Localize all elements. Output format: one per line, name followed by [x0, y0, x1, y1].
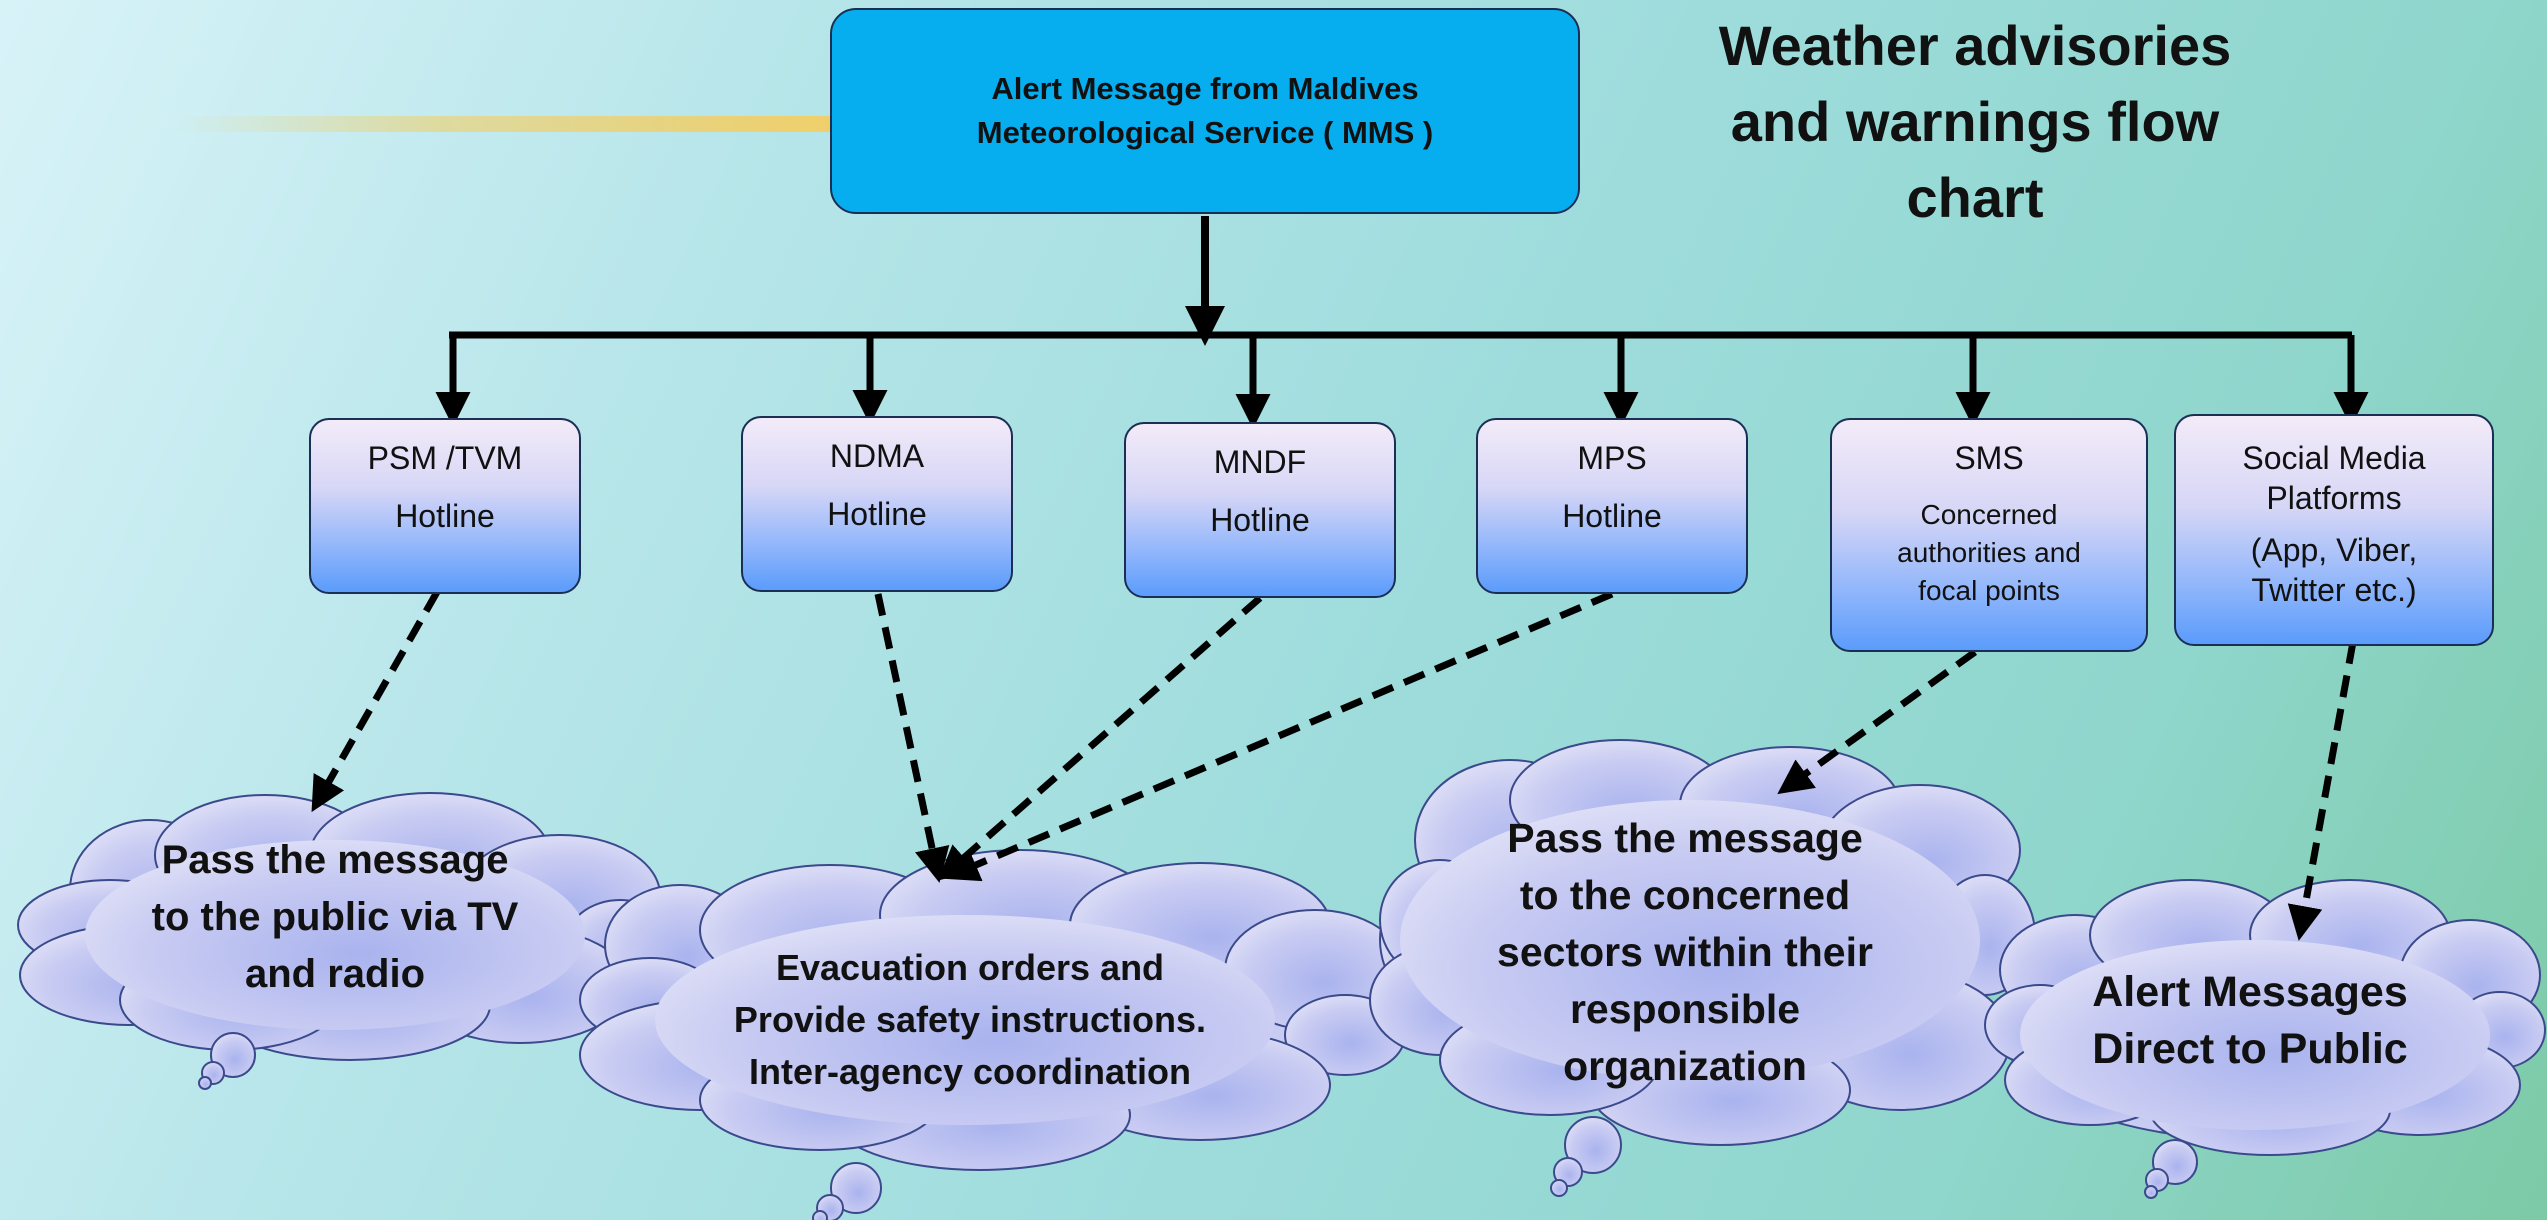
outcome-line: sectors within their — [1497, 929, 1873, 975]
channel-name: MNDF — [1213, 444, 1307, 480]
outcome-sectors: Pass the message to the concerned sector… — [1440, 810, 1930, 1095]
channel-sub: (App, Viber, — [2250, 532, 2418, 568]
cloud-direct-public — [1984, 879, 2546, 1199]
cloud-shapes — [17, 739, 2546, 1220]
channel-sub: Twitter etc.) — [2251, 572, 2417, 608]
channel-sms: SMS Concerned authorities and focal poin… — [1830, 418, 2148, 652]
root-line: Meteorological Service ( MMS ) — [976, 115, 1434, 150]
arrow-mps-to-evac — [943, 590, 1614, 882]
channel-mndf: MNDF Hotline — [1124, 422, 1396, 598]
arrow-sms-to-sectors — [1777, 649, 1978, 795]
arrow-psm-to-tv — [311, 590, 441, 813]
outcome-tv-radio: Pass the message to the public via TV an… — [100, 832, 570, 1003]
outcome-line: Direct to Public — [2092, 1025, 2408, 1073]
cloud-sectors — [1369, 739, 2036, 1197]
arrow-mndf-to-evac — [937, 595, 1263, 881]
outcome-line: Provide safety instructions. — [733, 999, 1207, 1040]
channel-sub: authorities and — [1897, 537, 2081, 568]
accent-bar — [175, 116, 835, 132]
channel-sub: Hotline — [395, 498, 495, 534]
channel-psm-tvm: PSM /TVM Hotline — [309, 418, 581, 594]
channel-ndma: NDMA Hotline — [741, 416, 1013, 592]
channel-sub: Hotline — [1210, 502, 1310, 538]
outcome-line: Evacuation orders and — [775, 947, 1165, 988]
cloud-tv-radio — [17, 792, 676, 1090]
chart-title: Weather advisories and warnings flow cha… — [1640, 8, 2310, 236]
root-line: Alert Message from Maldives — [991, 71, 1419, 106]
channel-name: Social Media Platforms — [2242, 440, 2426, 516]
outcome-line: and radio — [244, 952, 426, 996]
outcome-line: to the public via TV — [151, 895, 519, 939]
channel-sub: Concerned — [1920, 499, 2058, 530]
outcome-line: Pass the message — [1507, 815, 1863, 861]
channel-name: PSM /TVM — [367, 440, 523, 476]
channel-name: NDMA — [829, 438, 925, 474]
outcome-line: to the concerned — [1519, 872, 1851, 918]
title-line: chart — [1906, 166, 2044, 229]
outcome-line: organization — [1563, 1043, 1807, 1089]
outcome-evacuation: Evacuation orders and Provide safety ins… — [680, 942, 1260, 1098]
root-mms-box: Alert Message from Maldives Meteorologic… — [830, 8, 1580, 214]
channel-mps: MPS Hotline — [1476, 418, 1748, 594]
title-line: and warnings flow — [1730, 90, 2220, 153]
channel-drops — [435, 335, 2369, 429]
channel-social-media: Social Media Platforms (App, Viber, Twit… — [2174, 414, 2494, 646]
arrow-ndma-to-evac — [874, 593, 950, 883]
channel-sub: Hotline — [1562, 498, 1662, 534]
outcome-line: Inter-agency coordination — [748, 1051, 1192, 1092]
outcome-line: responsible — [1569, 986, 1801, 1032]
outcome-line: Alert Messages — [2092, 968, 2408, 1016]
channel-name: SMS — [1954, 440, 2024, 476]
title-line: Weather advisories — [1718, 14, 2232, 77]
channel-sub: Hotline — [827, 496, 927, 532]
outcome-line: Pass the message — [161, 838, 509, 882]
dashed-arrows — [311, 590, 2357, 941]
channel-name: MPS — [1577, 440, 1647, 476]
channel-sub: focal points — [1918, 575, 2060, 606]
arrow-social-to-public — [2287, 641, 2357, 941]
cloud-evacuation — [579, 849, 1406, 1220]
outcome-direct-public: Alert Messages Direct to Public — [2060, 964, 2440, 1078]
